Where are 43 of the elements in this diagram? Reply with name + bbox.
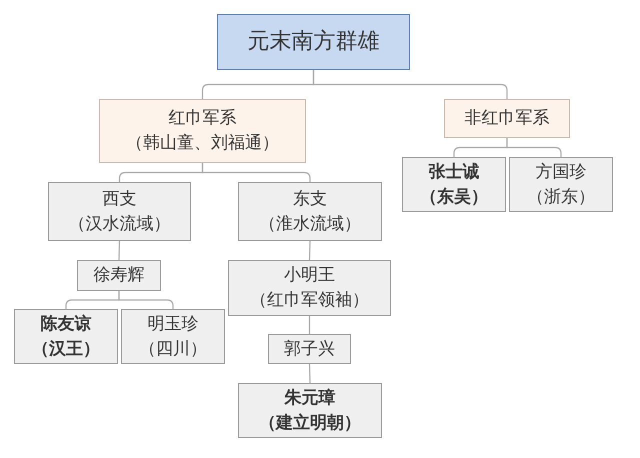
connector-line	[308, 316, 310, 334]
org-box	[402, 157, 506, 212]
name-text: 西支	[102, 188, 136, 210]
name-text: 明玉珍	[148, 312, 198, 336]
connector-line	[312, 70, 508, 99]
note-text: （汉王）	[32, 338, 100, 360]
name-text: 方国珍	[536, 160, 586, 184]
org-box	[509, 157, 613, 212]
connector-line	[118, 240, 120, 260]
org-box	[268, 334, 351, 364]
org-box	[77, 260, 161, 291]
name-text: 东支	[293, 188, 327, 210]
name-text: 元末南方群雄	[248, 28, 380, 56]
name-text: 朱元璋	[284, 386, 336, 410]
org-box	[99, 99, 306, 163]
org-box	[228, 260, 391, 316]
name-text: 张士诚	[428, 160, 480, 184]
name-text: 小明王	[284, 264, 335, 287]
name-text: 非红巾军系	[464, 107, 550, 130]
connector-line	[118, 291, 174, 309]
note-text: （东吴）	[420, 186, 488, 208]
name-text: 郭子兴	[284, 338, 335, 360]
note-text: （浙东）	[527, 186, 595, 208]
org-box	[121, 309, 225, 364]
connector-line	[308, 364, 311, 384]
org-box	[238, 383, 382, 438]
connector-line	[308, 240, 311, 260]
connector-line	[202, 163, 311, 182]
note-text: （建立明朝）	[259, 412, 361, 434]
connector-line	[506, 138, 562, 157]
note-text: （四川）	[139, 338, 207, 360]
note-text: （韩山童、刘福通）	[126, 132, 279, 155]
org-box	[14, 309, 118, 364]
note-text: （汉水流域）	[68, 212, 170, 236]
org-box	[48, 182, 191, 241]
org-box	[444, 99, 570, 138]
title-box	[217, 14, 410, 70]
name-text: 徐寿辉	[94, 264, 144, 287]
org-box	[238, 182, 382, 241]
note-text: （淮水流域）	[259, 212, 361, 236]
name-text: 陈友谅	[40, 312, 92, 336]
note-text: （红巾军领袖）	[250, 289, 369, 312]
name-text: 红巾军系	[168, 107, 236, 130]
